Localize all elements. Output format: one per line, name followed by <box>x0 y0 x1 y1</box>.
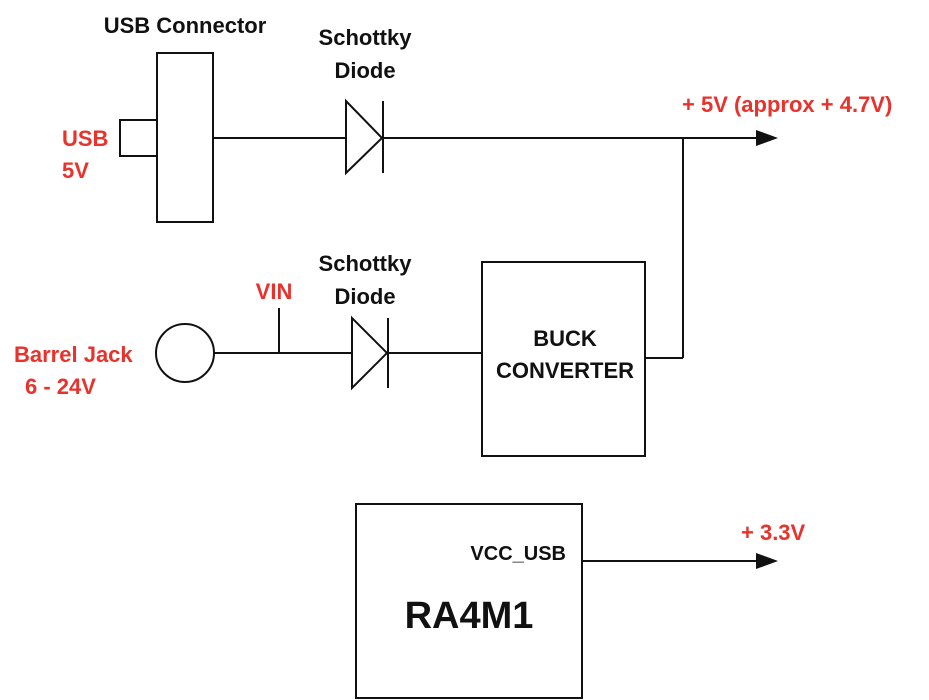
usb-connector-label: USB Connector <box>104 13 267 38</box>
output-5v-label: + 5V (approx + 4.7V) <box>682 92 892 117</box>
output-3v3-label: + 3.3V <box>741 520 806 545</box>
buck-label-line2: CONVERTER <box>496 358 634 383</box>
usb-plug <box>119 119 159 157</box>
barrel-jack-label-line1: Barrel Jack <box>14 342 133 367</box>
schottky-top-label-line1: Schottky <box>319 25 413 50</box>
schottky-diode-bottom <box>351 315 389 391</box>
buck-converter-block <box>481 261 646 457</box>
vcc-usb-label: VCC_USB <box>470 543 566 565</box>
ra4m1-block <box>355 503 583 699</box>
barrel-jack-label-line2: 6 - 24V <box>25 374 96 399</box>
schottky-bottom-label-line2: Diode <box>334 284 395 309</box>
barrel-jack-circle <box>155 323 215 383</box>
schottky-diode-top <box>345 98 384 176</box>
schottky-bottom-label-line1: Schottky <box>319 251 413 276</box>
ra4m1-label: RA4M1 <box>405 595 534 637</box>
vin-label: VIN <box>256 279 293 304</box>
output-3v3-arrow <box>756 553 778 569</box>
usb-5v-label-line1: USB <box>62 126 108 151</box>
output-5v-arrow <box>756 130 778 146</box>
usb-5v-label-line2: 5V <box>62 158 89 183</box>
usb-connector-block <box>156 52 214 223</box>
buck-label-line1: BUCK <box>533 326 597 351</box>
schottky-top-label-line2: Diode <box>334 58 395 83</box>
